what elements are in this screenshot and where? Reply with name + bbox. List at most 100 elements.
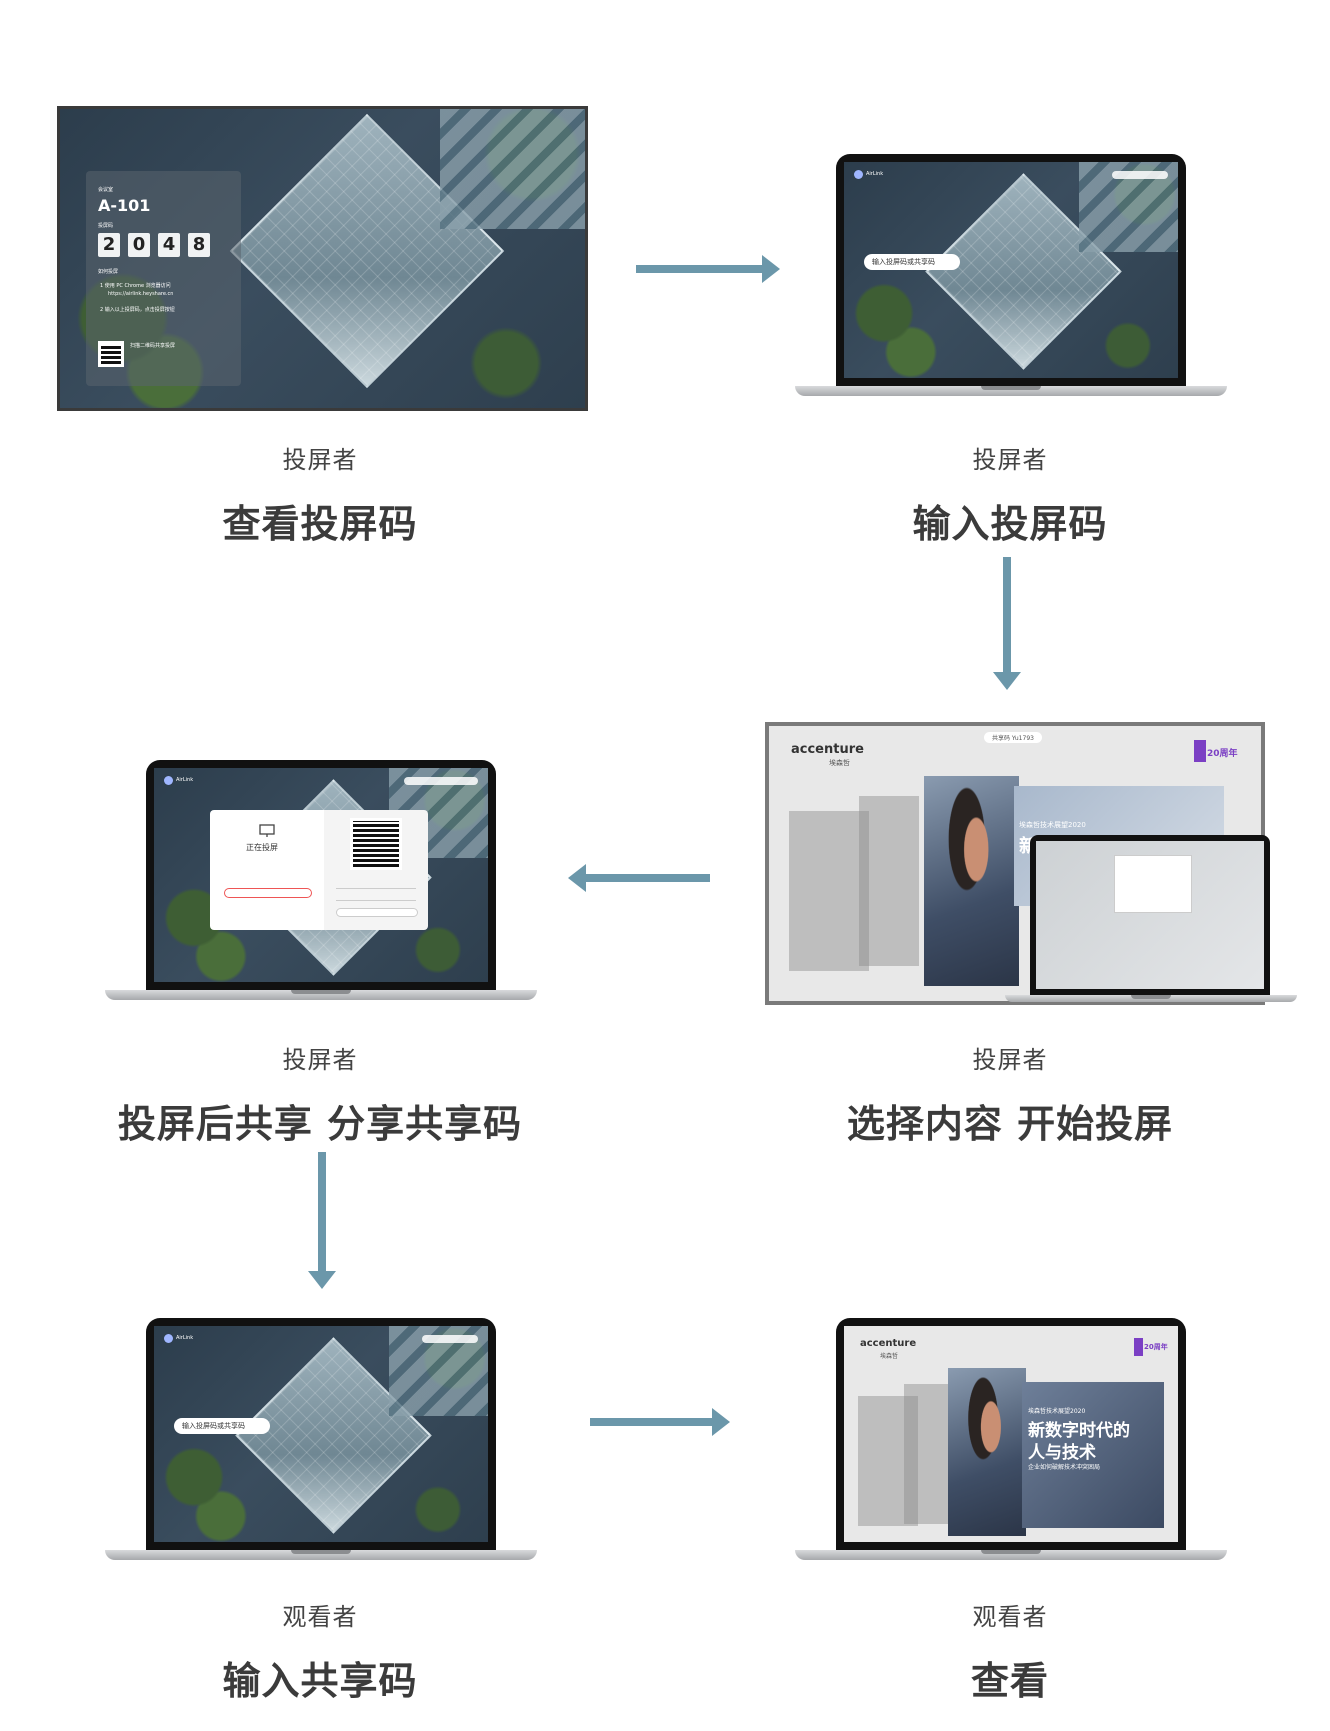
step-1-caption: 投屏者 查看投屏码 <box>90 440 550 548</box>
woman-photo <box>924 776 1019 986</box>
accenture-logo-cn: 埃森哲 <box>880 1353 899 1360</box>
woman-photo <box>948 1368 1026 1536</box>
copy-share-button[interactable] <box>336 908 418 917</box>
step-title: 输入共享码 <box>222 1659 418 1703</box>
instruction-step1: 1 使用 PC Chrome 浏览器访问 <box>100 283 171 289</box>
step-title: 查看 <box>970 1659 1049 1703</box>
step-role: 观看者 <box>282 1603 358 1631</box>
code-digit: 4 <box>158 233 180 257</box>
step-3-caption: 投屏者 投屏后共享 分享共享码 <box>90 1040 550 1148</box>
language-chip[interactable] <box>422 1335 478 1343</box>
brand-name: AirLink <box>866 171 884 177</box>
tv-display: 会议室 A-101 投屏码 2 0 4 8 如何投屏 1 使用 PC Chrom… <box>57 106 588 411</box>
accenture-logo-cn: 埃森哲 <box>829 759 850 767</box>
brand-name: AirLink <box>176 777 194 783</box>
arrow-head-down <box>993 672 1021 690</box>
laptop-screen: AirLink 输入投屏码或共享码 <box>146 1318 496 1550</box>
ghost-panel <box>904 1384 954 1524</box>
laptop-screen <box>1030 835 1270 995</box>
arrow-left <box>584 874 710 882</box>
arrow-head-right <box>762 255 780 283</box>
laptop-screen: AirLink 输入投屏码或共享码 <box>836 154 1186 386</box>
arrow-right <box>636 265 766 273</box>
how-label: 如何投屏 <box>98 269 119 275</box>
arrow-down <box>318 1152 326 1274</box>
step-title: 查看投屏码 <box>222 502 418 546</box>
instruction-step2: 2 输入以上投屏码，点击投屏按钮 <box>100 307 175 313</box>
ghost-panel <box>789 811 869 971</box>
step-2-caption: 投屏者 输入投屏码 <box>780 440 1240 548</box>
arrow-head-left <box>568 864 586 892</box>
anniversary-text: 20周年 <box>1207 749 1238 759</box>
slide-headline: 新数字时代的 <box>1028 1421 1130 1441</box>
step-4-caption: 投屏者 选择内容 开始投屏 <box>780 1040 1240 1148</box>
aerial-background: AirLink 输入投屏码或共享码 <box>154 1326 488 1542</box>
shared-slide: accenture 埃森哲 20周年 埃森哲技术展望2020 新数字时代的 人与… <box>844 1326 1178 1542</box>
casting-title: 正在投屏 <box>246 843 278 852</box>
share-code-chip: 共享码 Yu1793 <box>984 732 1042 743</box>
arrow-head-down <box>308 1271 336 1289</box>
aerial-background: AirLink 正在投屏 <box>154 768 488 982</box>
step-role: 投屏者 <box>282 1046 358 1074</box>
laptop-screen: accenture 埃森哲 20周年 埃森哲技术展望2020 新数字时代的 人与… <box>836 1318 1186 1550</box>
room-name: A-101 <box>98 196 151 215</box>
screen-dialog <box>1114 855 1192 913</box>
blue-panel <box>1022 1382 1164 1528</box>
accenture-logo: accenture <box>860 1338 917 1349</box>
code-digit: 2 <box>98 233 120 257</box>
laptop-base <box>1005 995 1297 1002</box>
anniversary-badge <box>1134 1338 1143 1356</box>
laptop-screen: AirLink 正在投屏 <box>146 760 496 990</box>
step-role: 投屏者 <box>972 1046 1048 1074</box>
slide-subtitle: 埃森哲技术展望2020 <box>1028 1408 1086 1415</box>
code-digit: 0 <box>128 233 150 257</box>
language-chip[interactable] <box>404 777 478 785</box>
code-panel: 会议室 A-101 投屏码 2 0 4 8 如何投屏 1 使用 PC Chrom… <box>86 171 241 386</box>
share-url-field[interactable] <box>336 894 416 901</box>
airlink-logo-icon <box>164 1334 173 1343</box>
code-label: 投屏码 <box>98 223 114 229</box>
airlink-logo-icon <box>164 776 173 785</box>
casting-card: 正在投屏 <box>210 810 324 930</box>
laptop-base <box>105 990 537 1000</box>
anniversary-text: 20周年 <box>1144 1343 1168 1351</box>
stop-cast-button[interactable] <box>224 888 312 898</box>
arrow-right <box>590 1418 716 1426</box>
share-link-field[interactable] <box>336 882 416 889</box>
arrow-down <box>1003 557 1011 675</box>
accenture-logo: accenture <box>791 742 864 757</box>
step-title: 投屏后共享 分享共享码 <box>117 1102 523 1146</box>
code-digit: 8 <box>188 233 210 257</box>
qr-text: 扫描二维码共享投屏 <box>130 343 176 349</box>
room-label: 会议室 <box>98 187 114 193</box>
anniversary-badge <box>1194 740 1206 762</box>
step-role: 观看者 <box>972 1603 1048 1631</box>
ghost-panel <box>858 1396 918 1526</box>
laptop-base <box>795 386 1227 396</box>
stair-building <box>440 109 585 229</box>
slide-subtitle: 埃森哲技术展望2020 <box>1019 821 1086 829</box>
qr-code <box>98 341 124 367</box>
step-5-caption: 观看者 输入共享码 <box>90 1597 550 1705</box>
arrow-head-right <box>712 1408 730 1436</box>
share-qr-code <box>350 818 402 870</box>
instruction-url: https://airlink.heyshare.cn <box>108 291 174 297</box>
code-input[interactable]: 输入投屏码或共享码 <box>174 1418 270 1434</box>
language-chip[interactable] <box>1112 171 1168 179</box>
aerial-background: AirLink 输入投屏码或共享码 <box>844 162 1178 378</box>
ghost-panel <box>859 796 919 966</box>
step-role: 投屏者 <box>972 446 1048 474</box>
step-title: 输入投屏码 <box>912 502 1108 546</box>
brand-name: AirLink <box>176 1335 194 1341</box>
step-6-caption: 观看者 查看 <box>780 1597 1240 1705</box>
code-input[interactable]: 输入投屏码或共享码 <box>864 254 960 270</box>
slide-tagline: 企业如何破解技术冲突困局 <box>1028 1464 1101 1471</box>
airlink-logo-icon <box>854 170 863 179</box>
laptop-base <box>105 1550 537 1560</box>
laptop-screen-content <box>1036 841 1264 989</box>
slide-headline-2: 人与技术 <box>1028 1443 1096 1463</box>
monitor-icon <box>259 824 275 837</box>
share-card <box>324 810 428 930</box>
step-title: 选择内容 开始投屏 <box>846 1102 1174 1146</box>
step-role: 投屏者 <box>282 446 358 474</box>
